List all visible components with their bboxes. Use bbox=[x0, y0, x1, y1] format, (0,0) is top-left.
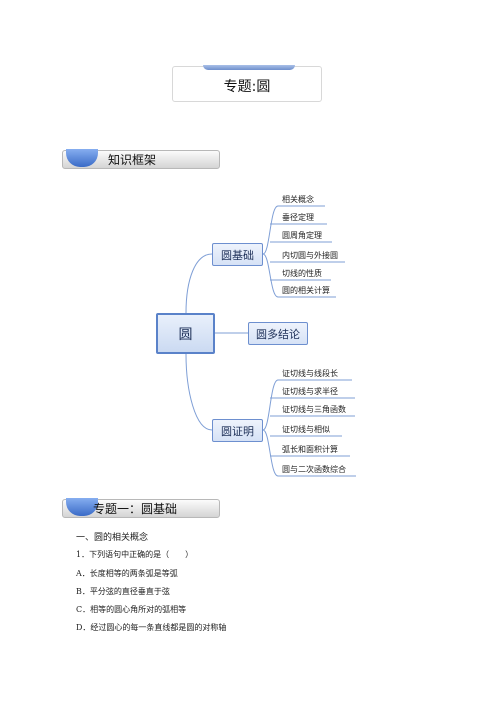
connector-proof-bracket bbox=[262, 379, 279, 477]
section-label-topic1: 专题一：圆基础 bbox=[93, 502, 178, 516]
title-box: 专题:圆 bbox=[172, 65, 322, 102]
mindmap-leaf-tangent-trig: 证切线与三角函数 bbox=[282, 405, 346, 414]
section-label-framework: 知识框架 bbox=[108, 153, 157, 167]
title-tab-decoration bbox=[203, 65, 295, 70]
section-tab-icon bbox=[66, 149, 98, 167]
option-a: A．长度相等的两条弧是等弧 bbox=[76, 569, 178, 578]
mindmap-node-proof: 圆证明 bbox=[212, 419, 263, 442]
question-text: 1．下列语句中正确的是（ ） bbox=[76, 550, 194, 559]
connector-basics-bracket bbox=[262, 205, 279, 298]
mindmap-node-conclusions: 圆多结论 bbox=[248, 322, 308, 345]
mindmap-root-node: 圆 bbox=[156, 313, 215, 354]
mindmap-leaf-tangent-similar: 证切线与相似 bbox=[282, 425, 330, 434]
mindmap-leaf-calculations: 圆的相关计算 bbox=[282, 286, 330, 295]
option-d: D．经过圆心的每一条直线都是圆的对称轴 bbox=[76, 623, 227, 632]
section-header-topic1: 专题一：圆基础 bbox=[62, 498, 220, 518]
option-c: C．相等的圆心角所对的弧相等 bbox=[76, 605, 187, 614]
mindmap-leaf-tangent-radius: 证切线与求半径 bbox=[282, 387, 338, 396]
mindmap-leaf-arc-area: 弧长和面积计算 bbox=[282, 445, 338, 454]
mindmap-leaf-tangent-segment: 证切线与线段长 bbox=[282, 369, 338, 378]
mindmap-leaf-incircle-circumcircle: 内切圆与外接圆 bbox=[282, 251, 338, 260]
mindmap-node-basics: 圆基础 bbox=[212, 243, 263, 266]
mindmap-leaf-quadratic: 圆与二次函数综合 bbox=[282, 465, 346, 474]
mindmap-leaf-concepts: 相关概念 bbox=[282, 195, 314, 204]
section-tab-icon bbox=[66, 498, 98, 516]
mindmap-leaf-perpendicular-diameter: 垂径定理 bbox=[282, 213, 314, 222]
connector-root-basics bbox=[185, 253, 213, 314]
option-b: B．平分弦的直径垂直于弦 bbox=[76, 587, 170, 596]
page-title: 专题:圆 bbox=[223, 79, 271, 95]
content-heading: 一、圆的相关概念 bbox=[76, 533, 149, 543]
section-header-framework: 知识框架 bbox=[62, 149, 220, 169]
connector-root-proof bbox=[185, 353, 213, 431]
mindmap-leaf-inscribed-angle: 圆周角定理 bbox=[282, 231, 322, 240]
mindmap-leaf-tangent-properties: 切线的性质 bbox=[282, 269, 322, 278]
